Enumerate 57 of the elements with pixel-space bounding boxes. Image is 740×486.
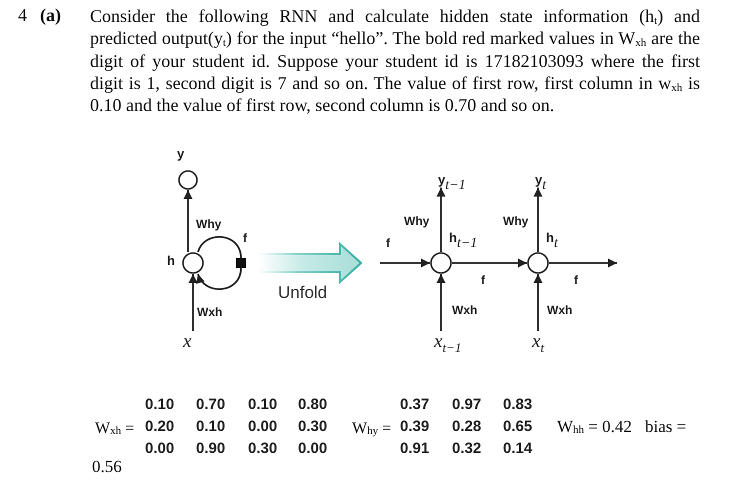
edge-label: Wxh	[197, 305, 222, 320]
arrow	[436, 274, 446, 331]
question-number: 4	[18, 5, 27, 27]
variable-label: x$_{t−1}$	[434, 331, 462, 354]
matrix-value: 0.00	[298, 440, 328, 458]
matrix-value: 0.39	[400, 418, 430, 436]
matrix-value: 0.20	[145, 418, 174, 436]
matrix-value: 0.70	[196, 396, 226, 414]
edge-label: Why	[196, 217, 222, 232]
edge-label: Wxh	[452, 303, 478, 318]
arrow	[380, 258, 430, 268]
edge-label: Why	[404, 214, 430, 228]
matrix-value: 0.90	[196, 440, 226, 458]
edge-label: Wxh	[547, 303, 572, 318]
matrix-value: 0.00	[145, 440, 174, 458]
edge-label: f	[481, 273, 485, 288]
arrow	[184, 190, 192, 252]
matrix-value: 0.97	[452, 396, 482, 414]
parameter-label: W$_{hh}$ = 0.42	[557, 417, 632, 438]
matrix-value: 0.80	[298, 396, 328, 414]
arrow	[549, 258, 617, 268]
matrix-value: 0.28	[452, 418, 482, 436]
arrow	[188, 274, 198, 331]
arrow	[452, 258, 527, 268]
matrix-value: 0.37	[400, 396, 430, 414]
matrix-label: W$_{hy}$ =	[352, 419, 392, 438]
parameter-label: bias =	[645, 417, 686, 438]
matrix-value: 0.14	[503, 440, 532, 458]
part-label: (a)	[40, 5, 61, 27]
arrow	[534, 188, 542, 252]
matrix-value: 0.00	[248, 418, 278, 436]
node-label: h	[167, 253, 175, 269]
connector-line	[197, 236, 242, 258]
edge-label: f	[574, 273, 578, 288]
edge-label: f	[386, 236, 390, 250]
node-label: y	[177, 146, 184, 162]
question-text: Consider the following RNN and calculate hidden state information (h$_{t}$) and predicted output(y$_{t}$) for the input “hello”. The bold red marked values in W$_{xh}$ are the digit of your student id. Suppose your student id is 17182103093 where the first digit is 1, second digit is 7 and so on. The value of first row, first column in w$_{xh}$ is 0.10 and the value of first row, second column is 0.70 and so on.	[90, 5, 700, 116]
matrix-value: 0.10	[248, 396, 278, 414]
matrix-value: 0.32	[452, 440, 482, 458]
matrix-value: 0.10	[196, 418, 226, 436]
edge-label: Why	[503, 214, 528, 228]
matrix-value: 0.30	[298, 418, 328, 436]
matrix-value: 0.65	[503, 418, 532, 436]
variable-label: x	[183, 331, 192, 354]
unfold-label: Unfold	[278, 283, 328, 304]
junction-square	[236, 258, 246, 268]
matrix-value: 0.10	[145, 396, 174, 414]
variable-label: x$_{t}$	[532, 331, 544, 354]
arrow	[436, 188, 446, 252]
matrix-label: W$_{xh}$ =	[95, 419, 134, 438]
arrow	[197, 268, 242, 290]
matrix-value: 0.91	[400, 440, 430, 458]
arrow	[534, 274, 542, 331]
matrix-value: 0.83	[503, 396, 532, 414]
matrix-value: 0.30	[248, 440, 278, 458]
parameter-value: 0.56	[92, 457, 122, 478]
edge-label: f	[243, 231, 247, 246]
